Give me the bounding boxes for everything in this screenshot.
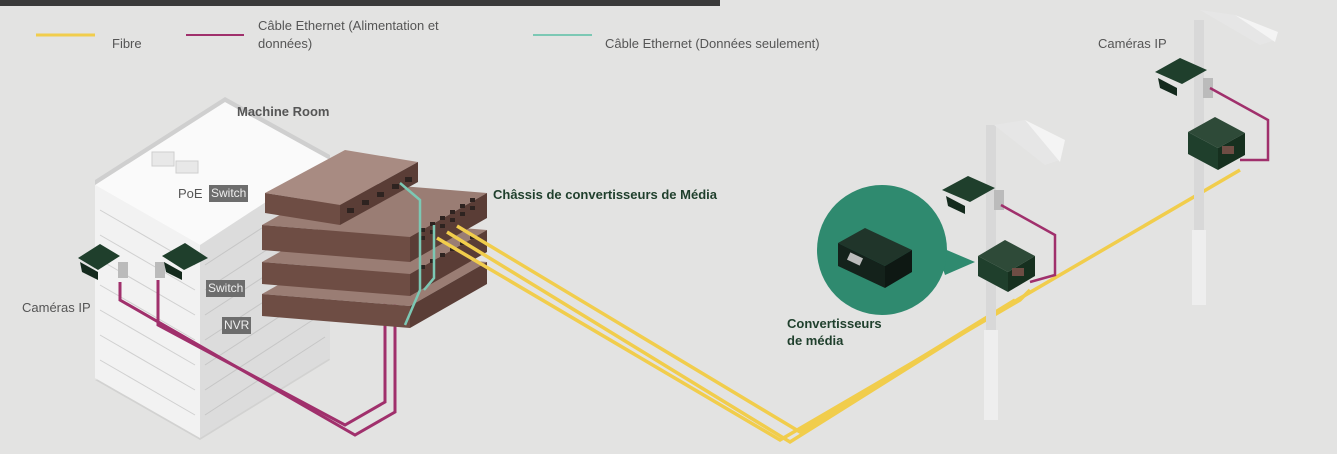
- machine-room-label: Machine Room: [237, 104, 330, 119]
- media-converter-callout: [817, 185, 975, 315]
- switch-left: [262, 262, 410, 296]
- building-left-face: [95, 185, 200, 438]
- converters-label-line2: de média: [787, 333, 844, 348]
- ip-cameras-right-label: Caméras IP: [1098, 36, 1167, 51]
- chassis-left: [262, 225, 410, 262]
- legend-ethernet-data-label: Câble Ethernet (Données seulement): [605, 36, 820, 51]
- nvr-left: [262, 294, 410, 328]
- media-converter-pole-1: [978, 240, 1035, 292]
- camera-pole-2: [1155, 58, 1213, 98]
- cable-fiber-3: [456, 224, 1016, 435]
- chassis-ports: [420, 198, 475, 240]
- cable-fiber-1: [446, 168, 1241, 445]
- cable-ethernet-data-rack-2: [423, 225, 436, 291]
- cable-ethernet-data-rack: [399, 182, 422, 326]
- cable-ethernet-power-left-1: [118, 230, 397, 437]
- cable-ethernet-power-left-2: [156, 222, 387, 427]
- poe-switch-top: [265, 150, 418, 205]
- camera-building-2: [155, 243, 208, 280]
- converters-label-line1: Convertisseurs: [787, 316, 882, 331]
- switch-tag: Switch: [206, 280, 246, 297]
- poe-prefix-label: PoE: [178, 186, 203, 201]
- building-roof: [95, 102, 330, 245]
- building-windows-left: [99, 209, 196, 416]
- poe-switch-left: [265, 193, 340, 225]
- header-strip: [0, 0, 720, 6]
- nvr-tag: NVR: [222, 317, 252, 334]
- legend-ethernet-power-label-line2: données): [258, 36, 313, 51]
- poe-switch-tag: Switch: [209, 185, 249, 202]
- roof-unit-2: [175, 160, 199, 174]
- camera-building-1: [78, 244, 128, 280]
- chassis-right: [410, 193, 487, 262]
- legend-ethernet-power-label-line1: Câble Ethernet (Alimentation et: [258, 18, 439, 33]
- cable-ethernet-power-pole-1: [1000, 203, 1057, 284]
- cable-ethernet-power-pole-2: [1209, 86, 1270, 162]
- nvr-right: [410, 262, 487, 328]
- poe-switch-ports: [347, 177, 412, 213]
- legend-fiber-label: Fibre: [112, 36, 142, 51]
- streetlight-pole-2: [1192, 10, 1278, 305]
- camera-pole-1: [942, 176, 1004, 214]
- roof-unit-1: [151, 151, 175, 167]
- media-converter-pole-2: [1188, 117, 1245, 170]
- ip-cameras-left-label: Caméras IP: [22, 300, 91, 315]
- chassis-label: Châssis de convertisseurs de Média: [493, 187, 717, 202]
